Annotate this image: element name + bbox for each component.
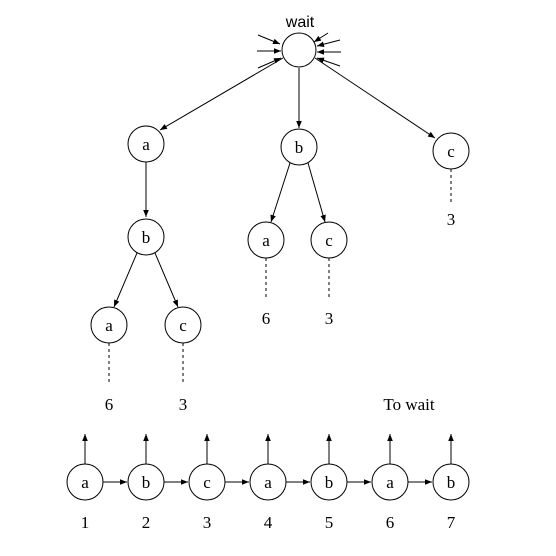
svg-text:c: c (203, 473, 211, 492)
sequence-node-7: b (432, 463, 470, 501)
svg-text:b: b (447, 473, 456, 492)
sequence-index-6: 6 (386, 513, 395, 532)
svg-text:b: b (295, 138, 304, 157)
leaf-value-b-c: 3 (325, 309, 334, 328)
root-incoming-arrows (257, 32, 341, 69)
sequence-node-3: c (188, 463, 226, 501)
tree-node-a: a (127, 125, 165, 163)
svg-text:a: a (264, 473, 272, 492)
svg-text:c: c (447, 142, 455, 161)
leaf-value-c: 3 (447, 210, 456, 229)
svg-text:c: c (325, 231, 333, 250)
sequence-index-7: 7 (447, 513, 456, 532)
svg-text:b: b (325, 473, 334, 492)
tree-node-a-b-a: a (90, 306, 128, 344)
sequence-index-2: 2 (142, 513, 151, 532)
sequence-index-4: 4 (264, 513, 273, 532)
leaf-value-a-b-c: 3 (179, 395, 188, 414)
sequence-node-5: b (310, 463, 348, 501)
tree-node-b-a: a (247, 221, 285, 259)
svg-text:a: a (105, 316, 113, 335)
edge-root-c (314, 57, 436, 139)
sequence-node-2: b (127, 463, 165, 501)
sequence-node-1: a (66, 463, 104, 501)
edge-b-c (307, 162, 326, 223)
svg-text:a: a (142, 135, 150, 154)
svg-text:a: a (386, 473, 394, 492)
sequence-index-1: 1 (81, 513, 90, 532)
edge-a-b-c (154, 252, 179, 308)
tree-node-b: b (280, 128, 318, 166)
sequence-index-3: 3 (203, 513, 212, 532)
svg-text:a: a (262, 231, 270, 250)
tree-node-a-b-c: c (164, 306, 202, 344)
svg-text:a: a (81, 473, 89, 492)
tree-node-b-c: c (310, 221, 348, 259)
sequence-node-6: a (371, 463, 409, 501)
sequence-node-4: a (249, 463, 287, 501)
leaf-value-b-a: 6 (262, 309, 271, 328)
root-node (281, 32, 317, 68)
tree-node-c: c (432, 132, 470, 170)
root-label: wait (285, 14, 315, 31)
tree-node-a-b: b (127, 218, 165, 256)
sequence-index-5: 5 (325, 513, 334, 532)
sequence-up-arrows (82, 434, 454, 464)
sequence-indices: 1 2 3 4 5 6 7 (81, 513, 456, 532)
edge-a-b-a (113, 252, 138, 308)
svg-text:b: b (142, 228, 151, 247)
svg-text:c: c (179, 316, 187, 335)
leaf-value-a-b-a: 6 (105, 395, 114, 414)
svg-text:b: b (142, 473, 151, 492)
edge-b-a (270, 162, 291, 223)
edge-root-a (159, 57, 284, 131)
sequence-caption: To wait (383, 395, 434, 414)
